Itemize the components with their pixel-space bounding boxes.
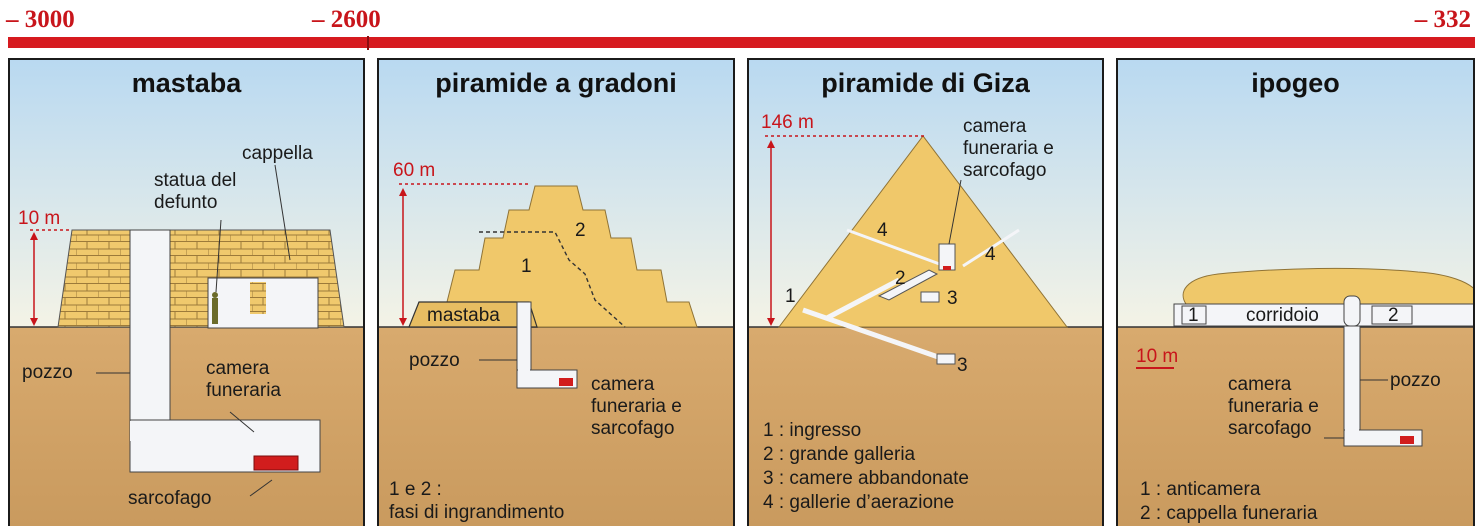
height-label-mastaba: 10 m xyxy=(18,208,61,229)
step-pyramid-illustration xyxy=(379,60,733,526)
label-chamber-giza: camera funeraria e sarcofago xyxy=(963,116,1054,181)
label-phase-1: 1 xyxy=(521,256,532,277)
hypogeum-illustration xyxy=(1118,60,1473,526)
giza-marker-2: 2 xyxy=(895,268,906,289)
giza-marker-4-left: 4 xyxy=(877,220,888,241)
giza-marker-1: 1 xyxy=(785,286,796,307)
label-shaft-step: pozzo xyxy=(409,350,460,371)
label-chamber-step: camera funeraria e sarcofago xyxy=(591,374,682,439)
hypogeum-legend-1: 1 : anticamera xyxy=(1140,479,1261,500)
panel-title-step-pyramid: piramide a gradoni xyxy=(435,68,677,98)
giza-legend-1: 1 : ingresso xyxy=(763,420,862,441)
panel-title-hypogeum: ipogeo xyxy=(1251,68,1340,98)
giza-marker-3-lower: 3 xyxy=(957,355,968,376)
label-sarcophagus: sarcofago xyxy=(128,488,212,509)
label-mastaba-base: mastaba xyxy=(427,305,500,326)
label-statue: statua del defunto xyxy=(154,170,237,213)
label-burial-chamber: camera funeraria xyxy=(206,358,281,401)
timeline-bar xyxy=(8,37,1475,48)
scale-label-hypogeum: 10 m xyxy=(1136,346,1179,367)
mastaba-illustration xyxy=(10,60,363,526)
hypogeum-legend-2: 2 : cappella funeraria xyxy=(1140,503,1318,524)
label-chamber-hypogeum: camera funeraria e sarcofago xyxy=(1228,374,1319,439)
giza-legend-2: 2 : grande galleria xyxy=(763,444,916,465)
label-shaft-mastaba: pozzo xyxy=(22,362,73,383)
timeline-end-label: – 332 xyxy=(1414,6,1471,33)
panel-title-giza: piramide di Giza xyxy=(821,68,1030,98)
panel-title-mastaba: mastaba xyxy=(131,68,242,98)
timeline-tick-middle xyxy=(367,36,369,50)
panel-giza: piramide di Giza 146 m camera funeraria … xyxy=(747,58,1104,526)
timeline-start-label: – 3000 xyxy=(6,6,75,33)
hypogeum-marker-1: 1 xyxy=(1188,305,1199,326)
label-shaft-hypogeum: pozzo xyxy=(1390,370,1441,391)
label-phase-2: 2 xyxy=(575,220,586,241)
giza-illustration xyxy=(749,60,1102,526)
note-phases-line2: fasi di ingrandimento xyxy=(389,502,565,523)
height-label-step-pyramid: 60 m xyxy=(393,160,436,181)
giza-marker-4-right: 4 xyxy=(985,244,996,265)
panel-mastaba: mastaba 10 m cappella statua del defunto… xyxy=(8,58,365,526)
giza-legend-4: 4 : gallerie d’aerazione xyxy=(763,492,955,513)
panel-step-pyramid: piramide a gradoni 60 m 2 1 mastaba pozz… xyxy=(377,58,735,526)
giza-legend-3: 3 : camere abbandonate xyxy=(763,468,969,489)
note-phases-line1: 1 e 2 : xyxy=(389,479,442,500)
giza-marker-3-upper: 3 xyxy=(947,288,958,309)
timeline-middle-label: – 2600 xyxy=(312,6,381,33)
hypogeum-marker-2: 2 xyxy=(1388,305,1399,326)
label-chapel: cappella xyxy=(242,143,313,164)
height-label-giza: 146 m xyxy=(761,112,814,133)
panel-hypogeum: ipogeo 1 corridoio 2 10 m pozzo camera f… xyxy=(1116,58,1475,526)
label-corridor: corridoio xyxy=(1246,305,1319,326)
